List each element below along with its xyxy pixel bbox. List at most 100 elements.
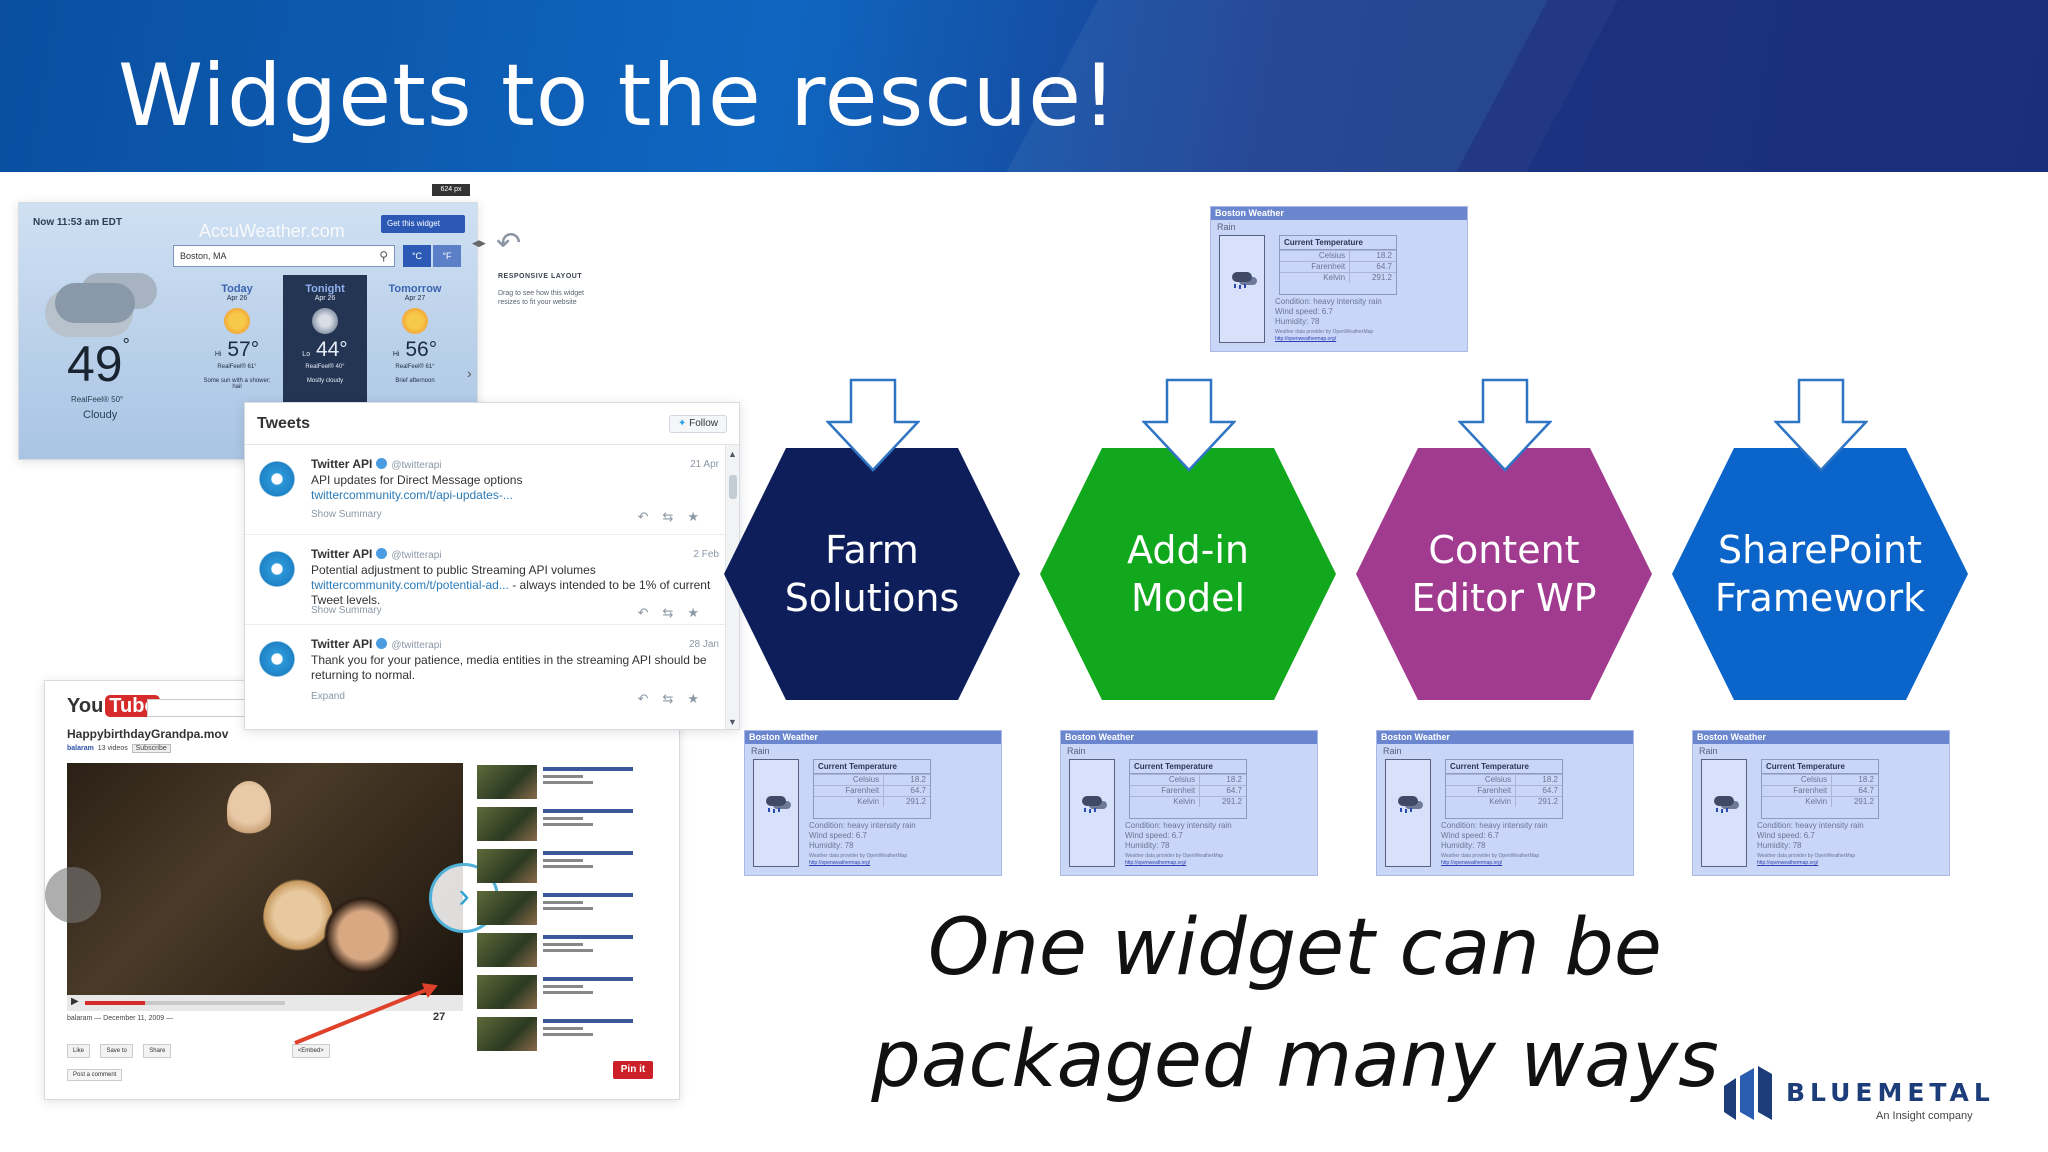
twitter-bird-icon: ✦: [677, 418, 687, 429]
pin-it-button[interactable]: Pin it: [613, 1061, 653, 1079]
boston-weather-widget-top: Boston Weather Rain Current Temperature …: [1210, 206, 1468, 352]
forecast-tomorrow[interactable]: Tomorrow Apr 27 Hi 56° RealFeel® 61° Bri…: [388, 283, 442, 384]
list-item[interactable]: [477, 805, 673, 843]
tweet-link[interactable]: twittercommunity.com/t/api-updates-...: [311, 488, 513, 502]
save-to-button[interactable]: Save to: [100, 1044, 133, 1058]
retweet-icon: ⇆: [662, 509, 688, 524]
hexagon-shape: [1356, 448, 1652, 700]
credit-link[interactable]: http://openweathermap.org/: [809, 860, 871, 866]
show-summary-link[interactable]: Show Summary: [311, 605, 382, 616]
list-item[interactable]: [477, 847, 673, 885]
prev-arrow-icon[interactable]: [45, 867, 101, 923]
twitter-avatar-icon[interactable]: [257, 639, 297, 679]
video-frame-figure: [227, 781, 271, 839]
tweet-link[interactable]: twittercommunity.com/t/potential-ad...: [311, 578, 509, 592]
partly-sunny-icon: [402, 308, 428, 334]
favorite-icon: ★: [687, 691, 713, 706]
unit-c-toggle[interactable]: °C: [403, 245, 431, 267]
down-arrow-icon: [1458, 378, 1552, 472]
location-search-input[interactable]: Boston, MA ⚲: [173, 245, 395, 267]
hexagon-shape: [724, 448, 1020, 700]
slide-header: Widgets to the rescue!: [0, 0, 2048, 172]
list-item[interactable]: [477, 889, 673, 927]
twitter-avatar-icon[interactable]: [257, 459, 297, 499]
embed-button[interactable]: <Embed>: [291, 1044, 330, 1058]
video-player[interactable]: ›: [45, 763, 499, 995]
list-item[interactable]: [477, 973, 673, 1011]
tweet-item[interactable]: Twitter API@twitterapi 2 Feb Potential a…: [245, 535, 727, 625]
sun-shower-icon: [224, 308, 250, 334]
search-icon[interactable]: ⚲: [379, 249, 388, 263]
unit-f-toggle[interactable]: °F: [433, 245, 461, 267]
subscribe-button[interactable]: Subscribe: [131, 744, 171, 753]
current-temperature: 49°: [67, 335, 130, 392]
tweet-item[interactable]: Twitter API@twitterapi 21 Apr API update…: [245, 445, 727, 535]
hexagon-add-in-model: Add-in Model: [1038, 446, 1338, 702]
bluemetal-logo: BLUEMETAL An Insight company: [1720, 1058, 1990, 1128]
resize-handle-icon[interactable]: ◀▶: [472, 238, 486, 248]
tweet-actions[interactable]: ↶⇆★: [638, 691, 713, 707]
share-button[interactable]: Share: [143, 1044, 172, 1058]
progress-track[interactable]: [85, 1001, 285, 1005]
tweet-actions[interactable]: ↶⇆★: [638, 509, 713, 525]
follow-button[interactable]: ✦ Follow: [669, 415, 727, 433]
video-frame-figure: [323, 895, 403, 985]
bluemetal-mark-icon: [1724, 1066, 1772, 1120]
boston-weather-widget-spfx: Boston Weather Rain Current Temperature …: [1692, 730, 1950, 876]
boston-weather-widget-farm: Boston Weather Rain Current Temperature …: [744, 730, 1002, 876]
related-videos-list: [477, 763, 673, 1057]
rain-cloud-icon: [1080, 796, 1104, 812]
chevron-right-icon[interactable]: ›: [467, 365, 472, 381]
play-icon[interactable]: ▶: [71, 996, 79, 1007]
twitter-widget-screenshot: Tweets ✦ Follow Twitter API@twitterapi 2…: [244, 402, 740, 730]
video-date-line: balaram — December 11, 2009 —: [67, 1015, 174, 1022]
rain-cloud-icon: [1396, 796, 1420, 812]
video-controls[interactable]: ▶: [67, 995, 463, 1011]
tweet-actions[interactable]: ↶⇆★: [638, 605, 713, 621]
like-button[interactable]: Like: [67, 1044, 91, 1058]
scroll-down-icon[interactable]: ▼: [728, 717, 737, 727]
reply-icon: ↶: [637, 605, 663, 620]
hexagon-content-editor-wp: Content Editor WP: [1354, 446, 1654, 702]
credit-link[interactable]: http://openweathermap.org/: [1125, 860, 1187, 866]
accuweather-brand: AccuWeather.com: [199, 221, 345, 241]
verified-icon: [376, 638, 388, 649]
hexagon-shape: [1040, 448, 1336, 700]
tweet-item[interactable]: Twitter API@twitterapi 28 Jan Thank you …: [245, 625, 727, 715]
list-item[interactable]: [477, 763, 673, 801]
rain-cloud-icon: [1230, 272, 1254, 288]
show-summary-link[interactable]: Show Summary: [311, 509, 382, 520]
down-arrow-icon: [826, 378, 920, 472]
boston-weather-widget-content-editor: Boston Weather Rain Current Temperature …: [1376, 730, 1634, 876]
scroll-up-icon[interactable]: ▲: [728, 449, 737, 459]
scroll-thumb[interactable]: [729, 475, 737, 499]
credit-link[interactable]: http://openweathermap.org/: [1441, 860, 1503, 866]
current-condition: Cloudy: [83, 409, 118, 421]
retweet-icon: ⇆: [662, 691, 688, 706]
forecast-tonight[interactable]: Tonight Apr 26 Lo 44° RealFeel® 40° Most…: [283, 275, 367, 405]
location-search-value: Boston, MA: [180, 251, 227, 261]
favorite-icon: ★: [687, 605, 713, 620]
credit-link[interactable]: http://openweathermap.org/: [1275, 336, 1337, 342]
rain-cloud-icon: [764, 796, 788, 812]
video-frame-figure: [263, 879, 333, 959]
reply-icon: ↶: [637, 509, 663, 524]
list-item[interactable]: [477, 1015, 673, 1053]
post-comment-button[interactable]: Post a comment: [67, 1069, 123, 1081]
get-widget-button[interactable]: Get this widget: [381, 215, 465, 233]
current-realfeel: RealFeel® 50°: [71, 395, 124, 404]
cloudy-night-icon: [312, 308, 338, 334]
tweets-header: Tweets ✦ Follow: [245, 403, 739, 445]
list-item[interactable]: [477, 931, 673, 969]
expand-link[interactable]: Expand: [311, 691, 345, 702]
forecast-today[interactable]: Today Apr 26 Hi 57° RealFeel® 61° Some s…: [203, 283, 271, 390]
credit-link[interactable]: http://openweathermap.org/: [1757, 860, 1819, 866]
verified-icon: [376, 458, 388, 469]
rain-cloud-icon: [1712, 796, 1736, 812]
twitter-avatar-icon[interactable]: [257, 549, 297, 589]
